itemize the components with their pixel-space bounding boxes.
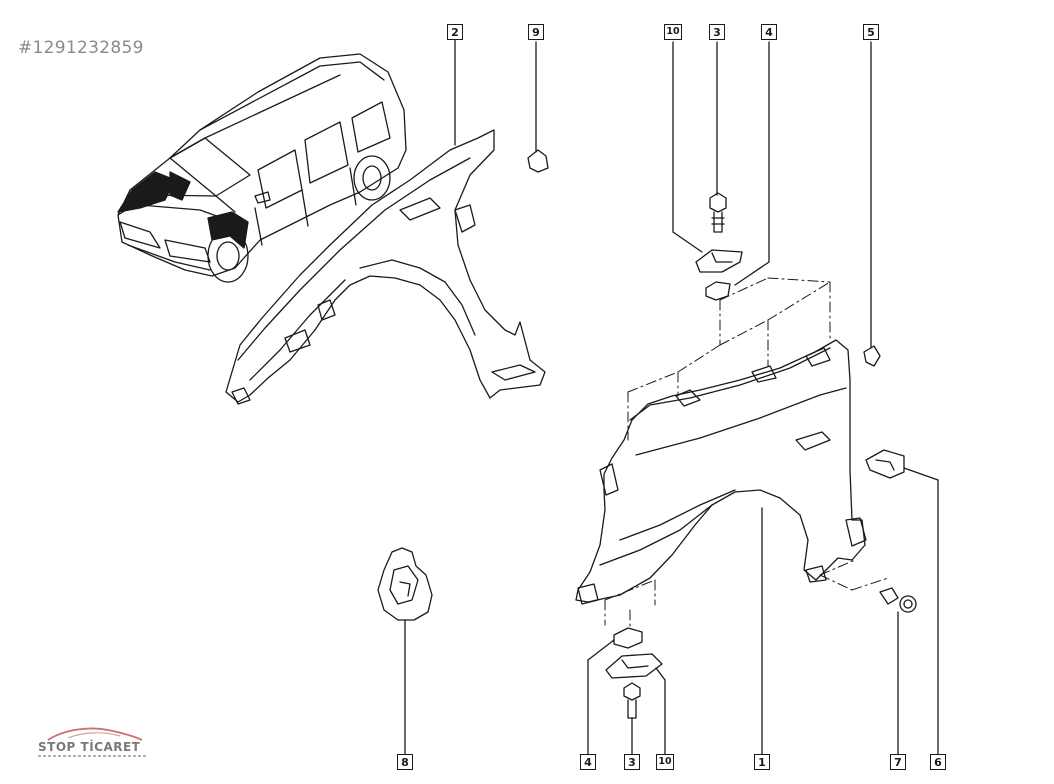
clip-part-9 <box>527 41 549 173</box>
callout-part-5: 5 <box>863 24 879 40</box>
callout-part-9: 9 <box>528 24 544 40</box>
callout-part-3-bottom: 3 <box>624 754 640 770</box>
bolt-part-7 <box>879 587 917 756</box>
vehicle-illustration <box>117 53 407 283</box>
callout-part-6: 6 <box>930 754 946 770</box>
car-swoosh-icon <box>47 727 143 741</box>
logo-underline <box>38 755 148 757</box>
callout-part-1: 1 <box>754 754 770 770</box>
callout-part-10-bottom: 10 <box>656 754 674 770</box>
bottom-fastener-group <box>587 627 666 756</box>
callout-part-4-bottom: 4 <box>580 754 596 770</box>
image-reference-id: #1291232859 <box>18 38 144 58</box>
callout-part-10-top: 10 <box>664 24 682 40</box>
callout-part-8: 8 <box>397 754 413 770</box>
callout-part-7: 7 <box>890 754 906 770</box>
callout-part-3-top: 3 <box>709 24 725 40</box>
inner-fender-liner <box>225 39 546 405</box>
callout-part-2: 2 <box>447 24 463 40</box>
logo-text: STOP TİCARET <box>38 740 141 754</box>
front-fender-panel <box>575 277 889 756</box>
watermark-logo: STOP TİCARET <box>38 726 150 762</box>
clip-part-5 <box>863 41 881 367</box>
top-fastener-group <box>672 41 770 301</box>
bracket-part-6 <box>865 449 939 756</box>
callout-part-4-top: 4 <box>761 24 777 40</box>
splash-guard-part-8 <box>377 547 433 756</box>
